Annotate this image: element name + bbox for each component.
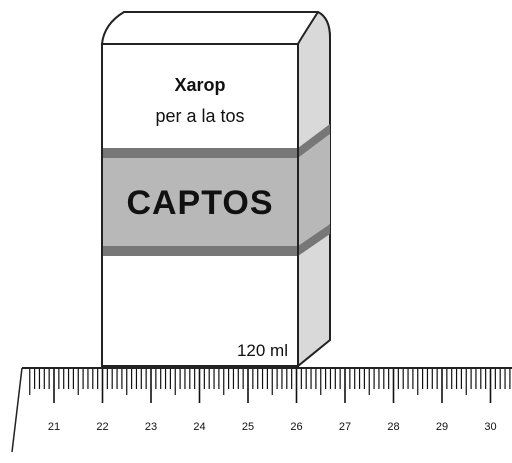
box-label-line2: per a la tos: [155, 106, 244, 126]
ruler-label-21: 21: [48, 421, 60, 433]
box-volume-label: 120 ml: [237, 341, 288, 360]
box-side-band-top: [298, 124, 330, 158]
ruler-label-30: 30: [484, 421, 496, 433]
box-band-top: [103, 148, 297, 158]
ruler-label-26: 26: [290, 421, 302, 433]
ruler-labels: 21 22 23 24 25 26 27 28 29 30: [48, 421, 497, 433]
ruler-label-27: 27: [339, 421, 351, 433]
box-side-band-bottom: [298, 224, 330, 256]
box-band-middle: [103, 158, 297, 246]
ruler-label-23: 23: [145, 421, 157, 433]
ruler-label-22: 22: [96, 421, 108, 433]
ruler-label-25: 25: [242, 421, 254, 433]
box-label-line1: Xarop: [174, 75, 225, 95]
box-side-band-middle: [298, 134, 330, 246]
ruler-left-edge: [11, 367, 23, 453]
ruler-label-28: 28: [387, 421, 399, 433]
box-top-face: [100, 11, 332, 45]
ruler-label-29: 29: [436, 421, 448, 433]
box-band-bottom: [103, 246, 297, 256]
box-brand-name: CAPTOS: [126, 184, 273, 222]
ruler: 21 22 23 24 25 26 27 28 29 30: [11, 367, 512, 453]
ruler-ticks: [29, 369, 511, 403]
ruler-label-24: 24: [193, 421, 205, 433]
